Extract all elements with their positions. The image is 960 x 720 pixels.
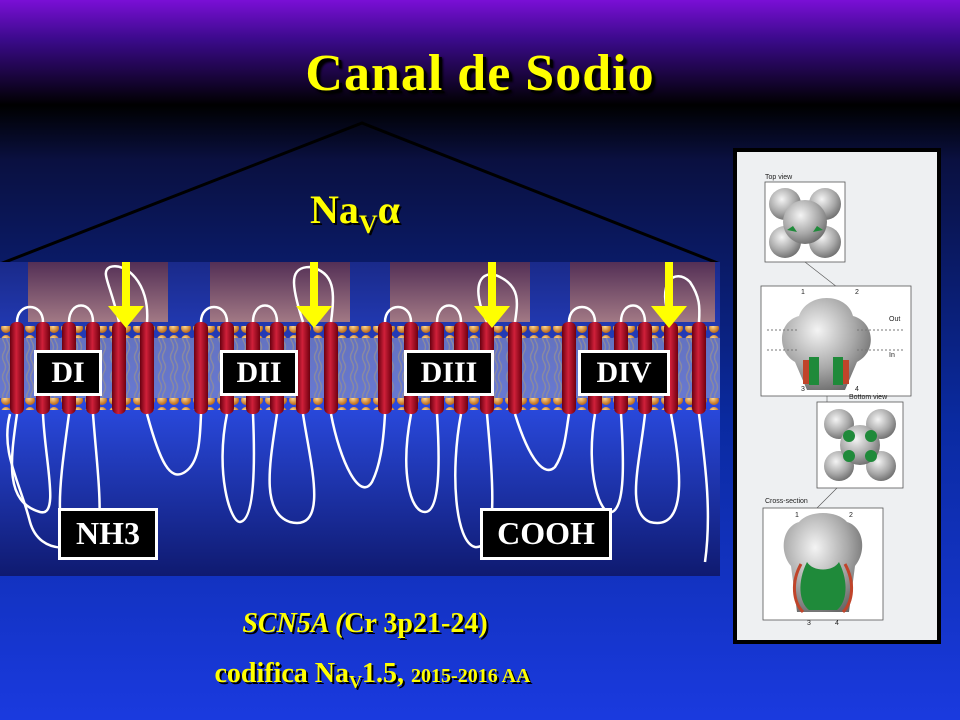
structure-figure [760, 181, 912, 621]
n-terminus-label: NH3 [58, 508, 158, 560]
structure-figure-panel: Top view 1 2 Out In 3 4 Bottom view Cros… [733, 148, 941, 644]
side-num-3: 3 [801, 386, 805, 393]
channel-label: NaVα [310, 187, 400, 239]
bottom-view-caption: Bottom view [849, 394, 888, 401]
out-label: Out [889, 316, 901, 323]
cross-section-caption: Cross-section [765, 498, 808, 505]
side-num-4: 4 [855, 386, 859, 393]
top-view-caption: Top view [765, 174, 793, 181]
polypeptide-loops [6, 265, 710, 563]
domain-label-2: DII [220, 350, 298, 396]
pore-arrows [108, 262, 687, 328]
cross-num-4: 4 [835, 620, 839, 627]
domain-label-3: DIII [404, 350, 494, 396]
in-label: In [889, 352, 895, 359]
cross-num-1: 1 [795, 512, 799, 519]
roof-outline [0, 121, 720, 265]
side-num-1: 1 [801, 289, 805, 296]
slide-title: Canal de Sodio [305, 45, 655, 102]
cross-num-2: 2 [849, 512, 853, 519]
encodes-line: codifica NaV1.5, 2015-2016 AA [214, 658, 531, 692]
channel-topology-diagram [0, 262, 720, 576]
c-terminus-label: COOH [480, 508, 612, 560]
domain-label-4: DIV [578, 350, 670, 396]
domain-label-1: DI [34, 350, 102, 396]
gene-line: SCN5A (Cr 3p21-24) [242, 608, 488, 639]
side-num-2: 2 [855, 289, 859, 296]
cross-num-3: 3 [807, 620, 811, 627]
